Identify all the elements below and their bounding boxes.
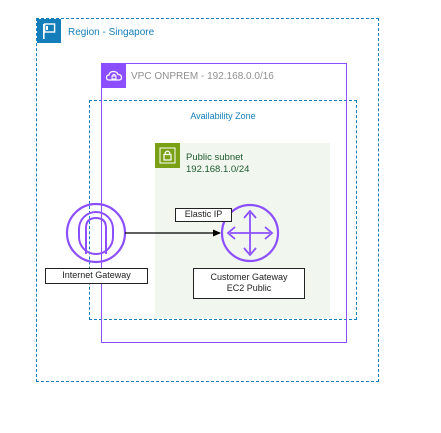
region-icon	[37, 19, 61, 43]
region-label: Region - Singapore	[68, 27, 155, 38]
subnet-label: Public subnet 192.168.1.0/24	[186, 152, 249, 176]
customer-gateway-instance: EC2 Public	[226, 283, 272, 293]
lock-icon	[155, 143, 180, 168]
region-group	[36, 18, 379, 382]
availability-zone-label: Availability Zone	[190, 111, 256, 121]
internet-gateway-icon	[65, 202, 127, 264]
subnet-name: Public subnet	[186, 152, 244, 163]
elastic-ip-label: Elastic IP	[175, 208, 232, 222]
availability-zone-group	[89, 100, 357, 320]
vpc-group	[101, 63, 347, 343]
internet-gateway-label: Internet Gateway	[45, 268, 148, 284]
vpc-label: VPC ONPREM - 192.168.0.0/16	[131, 71, 274, 82]
customer-gateway-label: Customer Gateway EC2 Public	[193, 268, 305, 299]
customer-gateway-name: Customer Gateway	[210, 272, 288, 282]
router-icon	[220, 203, 280, 263]
vpc-icon	[102, 64, 126, 88]
subnet-cidr: 192.168.1.0/24	[186, 164, 250, 175]
